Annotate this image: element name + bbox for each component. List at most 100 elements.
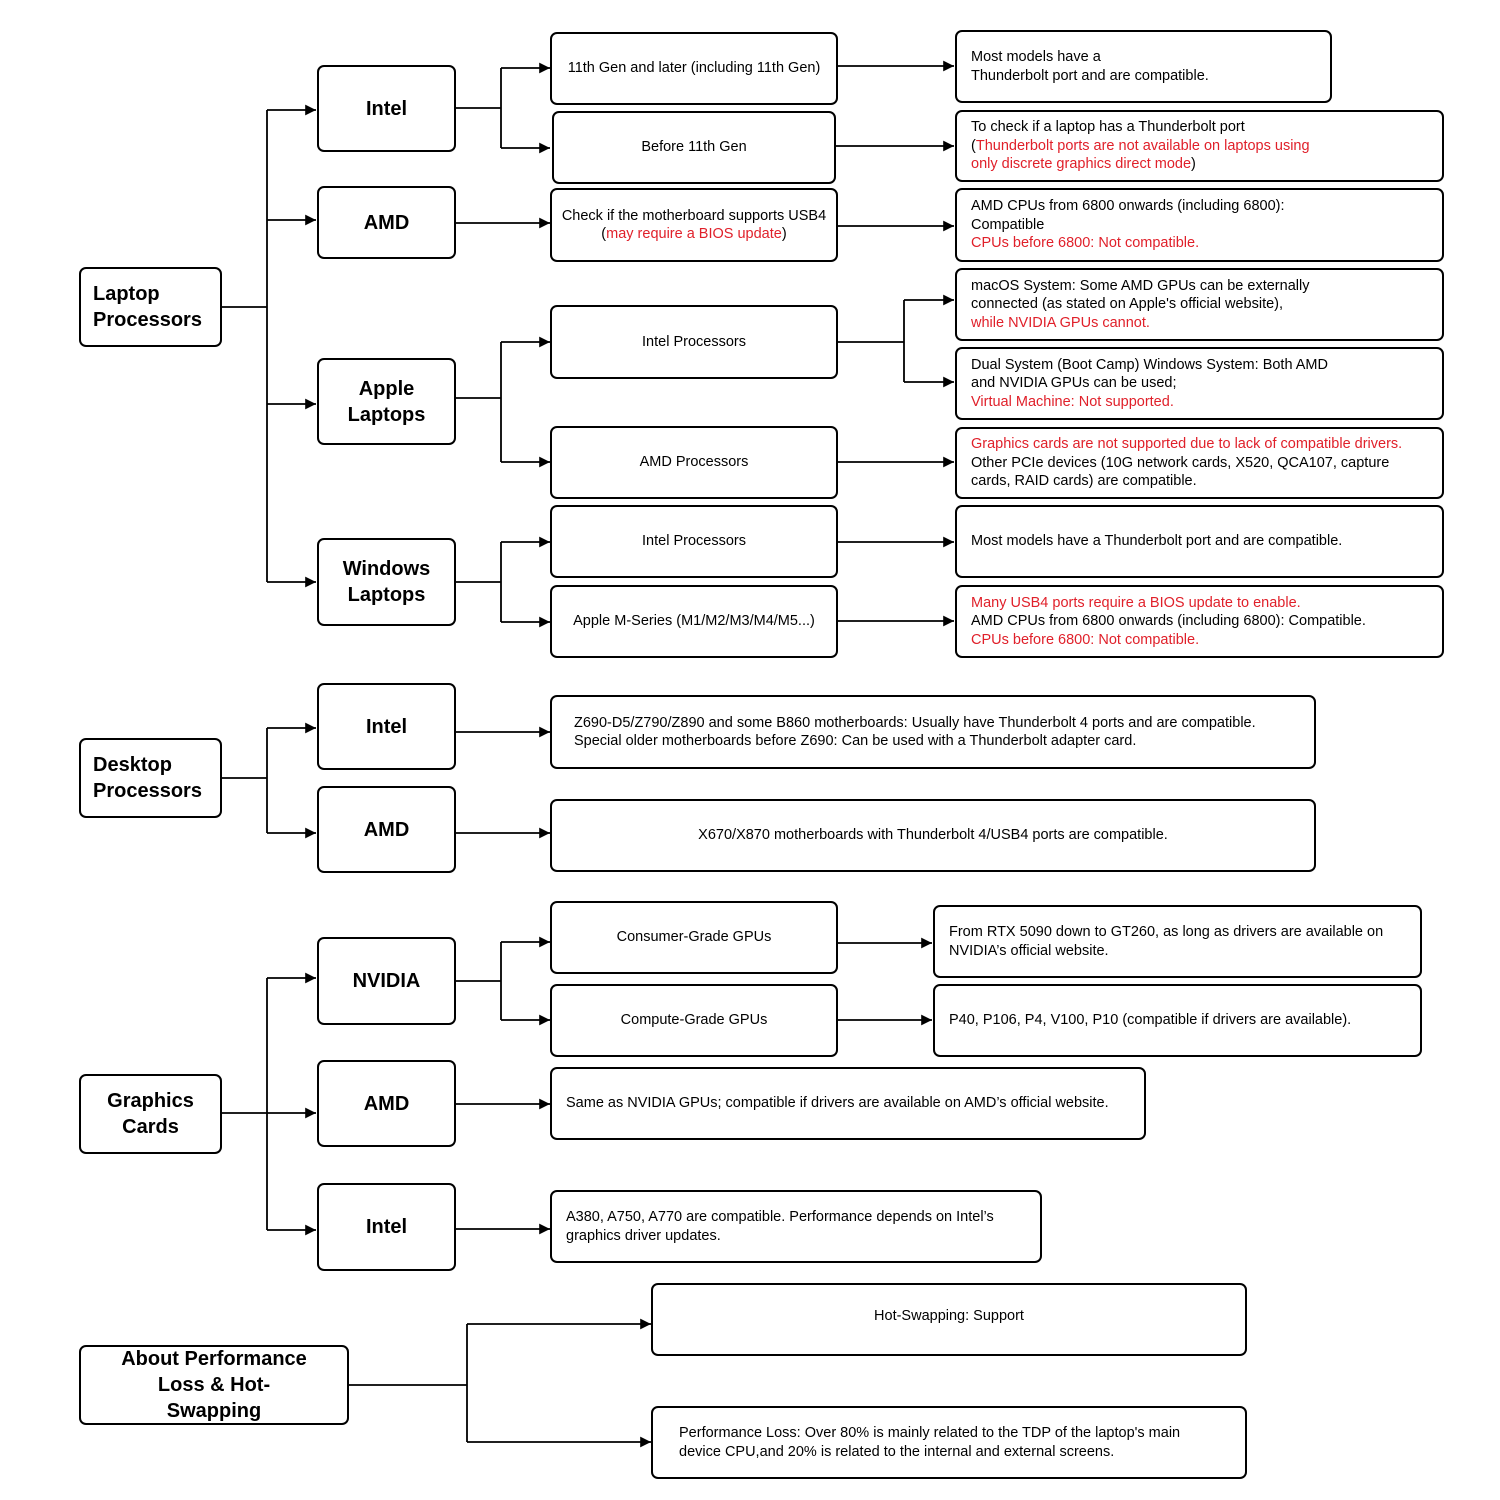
result-line: Other PCIe devices (10G network cards, X… [971,454,1390,471]
node-intel-before-11th: Before 11th Gen [552,111,836,184]
node-windows-apple-m-series-label: Apple M-Series (M1/M2/M3/M4/M5...) [573,613,815,630]
category-graphics-cards: Graphics Cards [79,1074,222,1154]
node-windows-intel-processors-label: Intel Processors [642,533,746,550]
node-graphics-amd-label: AMD [363,1092,410,1115]
node-nvidia-compute-gpus-label: Compute-Grade GPUs [620,1012,768,1029]
result-line: Thunderbolt port and are compatible. [971,67,1209,84]
node-apple-intel-processors: Intel Processors [550,305,838,379]
result-apple-macos: macOS System: Some AMD GPUs can be exter… [955,268,1444,341]
result-windows-apple: Many USB4 ports require a BIOS update to… [955,585,1444,658]
category-laptop-processors: Laptop Processors [79,267,222,347]
connector-windows-split [455,542,502,622]
node-graphics-intel-label: Intel [365,1216,408,1238]
result-line: To check if a laptop has a Thunderbolt p… [971,119,1245,136]
result-nvidia-compute: P40, P106, P4, V100, P10 (compatible if … [933,984,1422,1057]
category-laptop-processors-label: Laptop Processors [93,283,202,331]
node-desktop-intel-label: Intel [365,715,408,738]
result-line: Most models have a Thunderbolt port and … [971,533,1343,550]
node-windows-apple-m-series: Apple M-Series (M1/M2/M3/M4/M5...) [550,585,838,658]
paren-close: ) [1191,156,1196,173]
result-line: and NVIDIA GPUs can be used; [971,375,1177,392]
result-line: A380, A750, A770 are compatible. Perform… [566,1209,994,1225]
node-graphics-nvidia-label: NVIDIA [352,970,421,992]
warning-text: only discrete graphics direct mode [971,156,1192,173]
node-apple-amd-processors: AMD Processors [550,426,838,499]
warning-text: Many USB4 ports require a BIOS update to… [971,594,1301,611]
node-graphics-nvidia: NVIDIA [317,937,456,1025]
result-line: cards, RAID cards) are compatible. [971,473,1197,490]
node-apple-laptops: Apple Laptops [317,358,456,445]
node-windows-laptops: Windows Laptops [317,538,456,626]
node-intel-11th-gen: 11th Gen and later (including 11th Gen) [550,32,838,105]
node-apple-intel-processors-label: Intel Processors [642,333,746,350]
result-nvidia-consumer: From RTX 5090 down to GT260, as long as … [933,905,1422,978]
connector-apple-split [455,342,502,462]
result-line: From RTX 5090 down to GT260, as long as … [949,924,1384,940]
result-line: Same as NVIDIA GPUs; compatible if drive… [566,1095,1109,1112]
node-laptop-amd-label: AMD [363,211,410,234]
result-hot-swapping: Hot-Swapping: Support [651,1283,1247,1356]
result-line: P40, P106, P4, V100, P10 (compatible if … [949,1012,1352,1029]
result-line: (Thunderbolt ports are not available on … [971,137,1310,156]
result-graphics-amd: Same as NVIDIA GPUs; compatible if drive… [550,1067,1146,1140]
result-line: device CPU,and 20% is related to the int… [679,1443,1115,1460]
node-intel-before-11th-label: Before 11th Gen [641,139,747,156]
node-apple-amd-processors-label: AMD Processors [639,454,749,471]
category-graphics-cards-label: Graphics Cards [107,1090,194,1138]
result-graphics-intel: A380, A750, A770 are compatible. Perform… [550,1190,1042,1263]
connector-apple-intel-split [837,300,905,382]
paren-open: ( [601,226,607,242]
node-graphics-amd: AMD [317,1060,456,1147]
category-performance-hot-swapping: About Performance Loss & Hot-Swapping [79,1345,349,1425]
node-desktop-amd: AMD [317,786,456,873]
result-intel-11th-gen: Most models have a Thunderbolt port and … [955,30,1332,103]
connector-nvidia-split [455,942,502,1020]
category-desktop-processors-label: Desktop Processors [93,754,202,802]
connector-performance-trunk [348,1324,468,1442]
warning-text: Thunderbolt ports are not available on l… [975,137,1310,154]
result-intel-before-11th: To check if a laptop has a Thunderbolt p… [955,110,1444,182]
warning-text: CPUs before 6800: Not compatible. [971,631,1200,648]
connector-intel-split [455,68,502,148]
result-apple-amd: Graphics cards are not supported due to … [955,427,1444,499]
result-performance-loss: Performance Loss: Over 80% is mainly rel… [651,1406,1247,1479]
result-line: Performance Loss: Over 80% is mainly rel… [679,1425,1181,1441]
category-desktop-processors: Desktop Processors [79,738,222,818]
node-desktop-intel: Intel [317,683,456,770]
result-line: Z690-D5/Z790/Z890 and some B860 motherbo… [574,714,1256,731]
node-windows-laptops-label: Windows Laptops [342,558,431,606]
node-laptop-amd: AMD [317,186,456,259]
result-apple-bootcamp: Dual System (Boot Camp) Windows System: … [955,347,1444,420]
node-intel-11th-gen-label: 11th Gen and later (including 11th Gen) [567,60,821,77]
result-line: Special older motherboards before Z690: … [574,733,1137,749]
node-nvidia-compute-gpus: Compute-Grade GPUs [550,984,838,1057]
warning-text: Virtual Machine: Not supported. [971,393,1174,410]
result-line: macOS System: Some AMD GPUs can be exter… [971,277,1310,294]
warning-text: may require a BIOS update [606,226,782,242]
node-apple-laptops-label: Apple Laptops [347,377,426,426]
node-amd-usb4-check: Check if the motherboard supports USB4 (… [550,188,838,262]
result-desktop-amd: X670/X870 motherboards with Thunderbolt … [550,799,1316,872]
paren-close: ) [781,226,787,242]
result-line: Hot-Swapping: Support [874,1308,1024,1324]
result-line: connected (as stated on Apple's official… [971,296,1284,313]
result-line: Compatible [971,216,1045,233]
connector-desktop-trunk [221,728,268,833]
node-laptop-intel: Intel [317,65,456,152]
node-desktop-amd-label: AMD [363,818,410,841]
result-line: graphics driver updates. [566,1227,721,1244]
result-line: AMD CPUs from 6800 onwards (including 68… [971,613,1366,630]
result-line: Most models have a [971,49,1101,65]
connector-laptop-trunk [221,110,268,582]
node-laptop-intel-label: Intel [365,97,408,120]
node-graphics-intel: Intel [317,1183,456,1271]
node-nvidia-consumer-gpus-label: Consumer-Grade GPUs [616,929,772,946]
warning-text: CPUs before 6800: Not compatible. [971,235,1200,252]
result-line: only discrete graphics direct mode) [971,155,1310,174]
node-nvidia-consumer-gpus: Consumer-Grade GPUs [550,901,838,974]
result-desktop-intel: Z690-D5/Z790/Z890 and some B860 motherbo… [550,695,1316,769]
result-line: Dual System (Boot Camp) Windows System: … [971,356,1328,373]
node-windows-intel-processors: Intel Processors [550,505,838,578]
